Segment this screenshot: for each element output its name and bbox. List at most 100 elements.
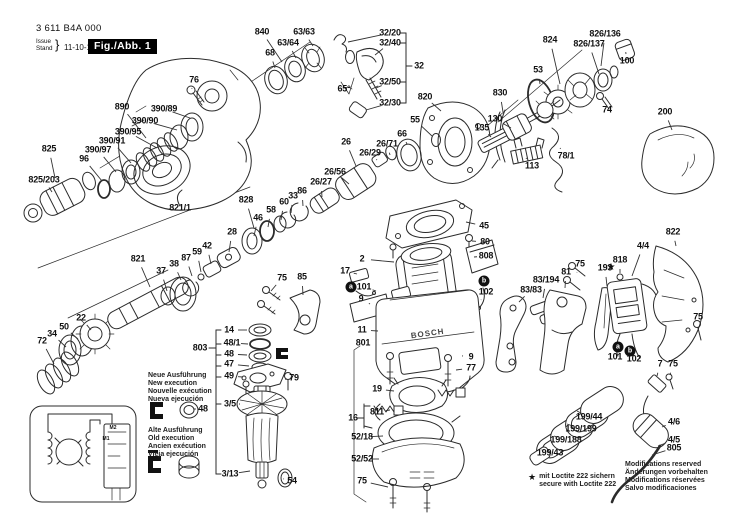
leader-line — [45, 348, 55, 365]
leader-line — [372, 289, 377, 292]
part-label-76: 76 — [189, 74, 199, 85]
part-label-34: 34 — [47, 328, 57, 339]
note-line: Nouvelle exécution — [148, 387, 212, 395]
part-label-75: 75 — [693, 311, 703, 322]
part-label-199-44: 199/44 — [575, 411, 603, 422]
part-label-59: 59 — [192, 246, 202, 257]
leader-line — [374, 48, 384, 56]
part-label-78-1: 78/1 — [557, 150, 575, 161]
part-label-4-6: 4/6 — [668, 416, 680, 427]
part-label-83-83: 83/83 — [520, 284, 542, 295]
part-label-102: 102 — [478, 286, 494, 297]
part-label-822: 822 — [665, 226, 681, 237]
part-label-808: 808 — [478, 250, 494, 261]
leader-line — [290, 204, 293, 214]
part-label-85: 85 — [297, 271, 307, 282]
part-label-390-97: 390/97 — [84, 144, 112, 155]
leader-line — [388, 152, 391, 156]
part-label-820: 820 — [417, 91, 433, 102]
part-label-830: 830 — [492, 87, 508, 98]
part-label-63-64: 63/64 — [277, 37, 299, 48]
note-line: Änderungen vorbehalten — [625, 468, 708, 476]
leader-line — [385, 389, 395, 392]
leader-line — [48, 187, 53, 193]
leader-line — [376, 159, 378, 161]
part-label-840: 840 — [254, 26, 270, 37]
part-label-102: 102 — [626, 353, 642, 364]
part-label-37: 37 — [156, 265, 166, 276]
part-label-50: 50 — [59, 321, 69, 332]
leader-line — [667, 120, 673, 131]
part-label-65-: 65° — [337, 83, 351, 94]
part-label-26: 26 — [341, 136, 351, 147]
note-line: Neue Ausführung — [148, 372, 207, 379]
leader-line — [177, 272, 182, 281]
leader-line — [542, 288, 545, 299]
figure-label: Fig./Abb. 1 — [88, 39, 157, 54]
part-label-7: 7 — [657, 358, 663, 369]
part-label-3-13: 3/13 — [221, 468, 239, 479]
part-label-390-91: 390/91 — [98, 135, 126, 146]
part-label-801: 801 — [355, 337, 371, 348]
leader-line — [431, 102, 442, 112]
circled-letter-b: b — [478, 275, 490, 287]
part-label-53: 53 — [533, 64, 543, 75]
issue-brace: } — [55, 37, 60, 52]
leader-line — [657, 442, 666, 447]
leader-line — [135, 135, 158, 149]
document-part-number: 3 611 B4A 000 — [36, 23, 102, 34]
part-label-52-18: 52/18 — [351, 431, 373, 442]
part-label-825-203: 825/203 — [28, 174, 60, 185]
part-label-818: 818 — [612, 254, 628, 265]
part-label-11: 11 — [357, 324, 367, 335]
leader-line — [370, 482, 389, 488]
part-label-199-43: 199/43 — [536, 447, 564, 458]
part-label-75: 75 — [575, 258, 585, 269]
leader-line — [455, 368, 463, 371]
leader-line — [198, 260, 202, 273]
circled-letter-b: b — [624, 345, 636, 357]
part-label-4-4: 4/4 — [637, 240, 649, 251]
part-label-9: 9 — [358, 293, 364, 304]
note-line: Alte Ausführung — [148, 427, 203, 434]
leader-line — [353, 272, 358, 275]
leader-line — [349, 150, 357, 167]
note-line: Vieja ejecución — [148, 450, 199, 458]
leader-line — [253, 226, 257, 237]
leader-line — [237, 354, 248, 356]
part-label-32-20: 32/20 — [379, 27, 401, 38]
note-line: secure with Loctite 222 — [539, 480, 617, 488]
part-label-200: 200 — [657, 106, 673, 117]
leader-line — [86, 324, 92, 331]
part-label-45: 45 — [479, 220, 489, 231]
part-label-28: 28 — [227, 226, 237, 237]
leader-line — [228, 240, 232, 253]
part-label-83-194: 83/194 — [532, 274, 560, 285]
leader-line — [538, 78, 541, 85]
note-line: Nueva ejecución — [148, 395, 204, 403]
loctite-star-icon: ★ — [606, 262, 616, 273]
part-label-3-5: 3/5 — [224, 398, 236, 409]
part-label-79: 79 — [289, 372, 299, 383]
note-line: New execution — [148, 379, 198, 387]
part-label-811: 811 — [370, 406, 384, 417]
leader-line — [89, 165, 103, 182]
leader-line — [488, 134, 492, 138]
part-label-96: 96 — [79, 153, 89, 164]
issue-stand-label: Issue Stand — [36, 38, 53, 52]
part-label-26-71: 26/71 — [376, 138, 398, 149]
part-label-75: 75 — [357, 475, 367, 486]
loctite-star-icon: ★ — [528, 472, 537, 482]
part-label-46: 46 — [253, 212, 263, 223]
leader-line — [347, 34, 382, 43]
circled-letter-a: a — [345, 281, 357, 293]
part-label-48: 48 — [198, 403, 208, 414]
leader-line — [385, 409, 391, 412]
leader-line — [141, 267, 151, 288]
leader-line — [631, 254, 641, 277]
leader-line — [117, 147, 132, 164]
part-label-390-95: 390/95 — [114, 126, 142, 137]
part-label-390-89: 390/89 — [150, 103, 178, 114]
